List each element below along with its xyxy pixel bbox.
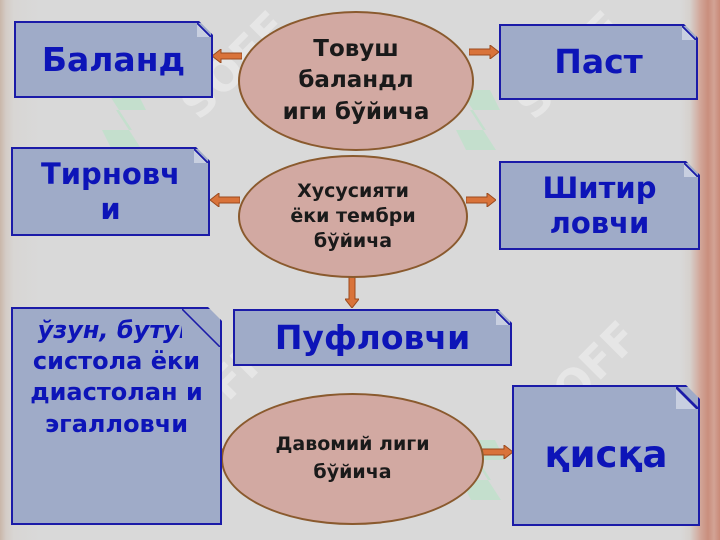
node-low: Паст bbox=[499, 24, 698, 100]
watermark-logo-icon bbox=[456, 90, 500, 150]
arrow-down-icon bbox=[345, 276, 359, 308]
node-property-text: Хусусияти ёки тембри бўйича bbox=[290, 180, 416, 252]
node-scratching: Тирновч и bbox=[11, 147, 210, 236]
node-scratching-text: Тирновч и bbox=[40, 156, 181, 226]
watermark-logo-icon bbox=[102, 90, 146, 150]
arrow-right-icon bbox=[481, 445, 513, 459]
arrow-left-icon bbox=[212, 49, 242, 63]
node-rustling: Шитир ловчи bbox=[499, 161, 700, 250]
node-high-text: Баланд bbox=[41, 39, 186, 79]
node-short: қисқа bbox=[512, 385, 700, 526]
node-long: ўзун, бутун систола ёки диастолан и эгал… bbox=[11, 307, 222, 525]
node-pitch: Товуш баландл иги бўйича bbox=[238, 11, 474, 151]
node-short-text: қисқа bbox=[544, 433, 668, 477]
node-low-text: Паст bbox=[554, 42, 643, 82]
arrow-right-icon bbox=[466, 193, 496, 207]
node-pitch-text: Товуш баландл иги бўйича bbox=[282, 36, 430, 125]
node-property: Хусусияти ёки тембри бўйича bbox=[238, 155, 468, 278]
node-long-text: ўзун, бутун систола ёки диастолан и эгал… bbox=[30, 316, 203, 438]
node-blowing: Пуфловчи bbox=[233, 309, 512, 366]
node-high: Баланд bbox=[14, 21, 213, 98]
node-blowing-text: Пуфловчи bbox=[274, 317, 471, 357]
node-duration: Давомий лиги бўйича bbox=[221, 393, 484, 525]
arrow-left-icon bbox=[210, 193, 240, 207]
arrow-right-icon bbox=[469, 45, 499, 59]
node-duration-text: Давомий лиги бўйича bbox=[275, 433, 430, 483]
node-rustling-text: Шитир ловчи bbox=[542, 170, 657, 240]
